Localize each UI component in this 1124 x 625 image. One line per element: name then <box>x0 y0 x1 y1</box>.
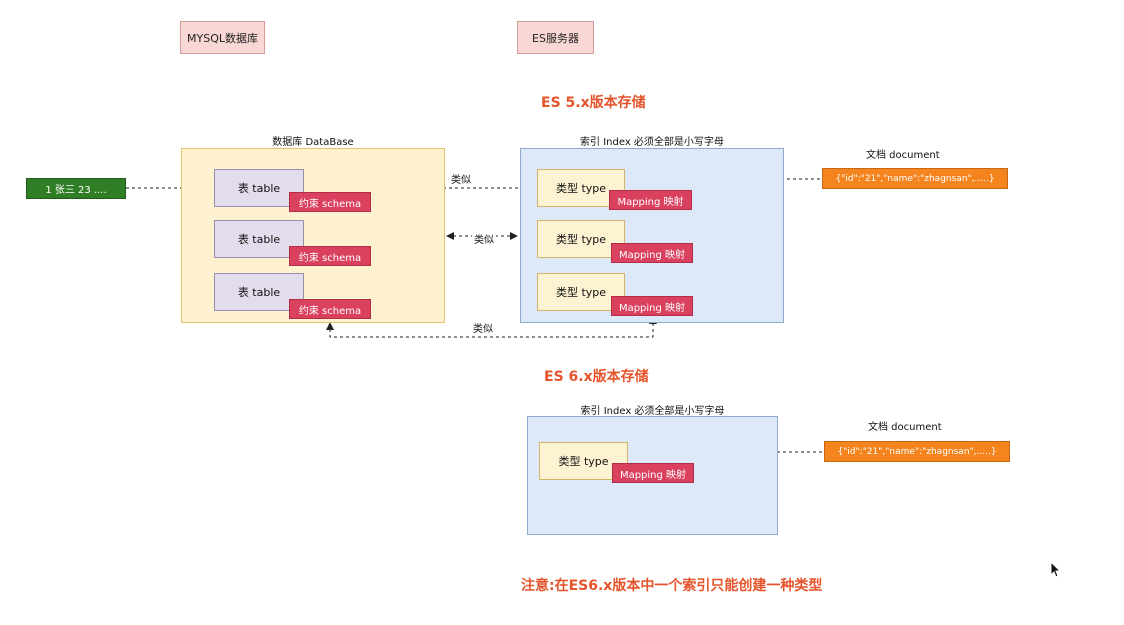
type-box-3: 类型 type <box>537 273 625 311</box>
mysql-tag-label: MYSQL数据库 <box>187 31 258 45</box>
mysql-tag: MYSQL数据库 <box>180 21 265 54</box>
row-record-label: 1 张三 23 .... <box>45 185 107 196</box>
mapping-tag-3: Mapping 映射 <box>611 296 693 316</box>
document-value: {"id":"21","name":"zhagnsan",.....} <box>837 446 997 457</box>
type-label: 类型 type <box>555 286 607 299</box>
type-label: 类型 type <box>558 455 609 468</box>
similar-label-bottom: 类似 <box>471 320 495 335</box>
schema-tag-3: 约束 schema <box>289 299 371 319</box>
document-value: {"id":"21","name":"zhagnsan",.....} <box>835 173 995 184</box>
row-record: 1 张三 23 .... <box>26 178 126 199</box>
es6-document-label: 文档 document <box>868 422 942 433</box>
table-label: 表 table <box>237 286 281 299</box>
similar-label-top: 类似 <box>449 171 473 186</box>
mouse-cursor-icon <box>1050 561 1062 578</box>
document-box: {"id":"21","name":"zhagnsan",.....} <box>822 168 1008 189</box>
mapping-label: Mapping 映射 <box>618 249 686 261</box>
mapping-tag-2: Mapping 映射 <box>611 243 693 263</box>
type-label: 类型 type <box>555 182 607 195</box>
type-box-2: 类型 type <box>537 220 625 258</box>
es6-mapping-tag: Mapping 映射 <box>612 463 694 483</box>
document-label: 文档 document <box>866 150 940 161</box>
es-server-tag-label: ES服务器 <box>532 31 579 45</box>
note-text: 注意:在ES6.x版本中一个索引只能创建一种类型 <box>521 578 823 594</box>
mapping-label: Mapping 映射 <box>618 302 686 314</box>
schema-label: 约束 schema <box>298 305 362 317</box>
schema-label: 约束 schema <box>298 252 362 264</box>
type-label: 类型 type <box>555 233 607 246</box>
es-server-tag: ES服务器 <box>517 21 594 54</box>
es6-index-label: 索引 Index 必须全部是小写字母 <box>580 406 725 417</box>
index-label: 索引 Index 必须全部是小写字母 <box>580 137 724 148</box>
mapping-label: Mapping 映射 <box>619 469 687 481</box>
es5-heading: ES 5.x版本存储 <box>541 95 646 111</box>
schema-label: 约束 schema <box>298 198 362 210</box>
es6-document-box: {"id":"21","name":"zhagnsan",.....} <box>824 441 1010 462</box>
table-label: 表 table <box>237 182 281 195</box>
mapping-label: Mapping 映射 <box>617 196 684 208</box>
database-label: 数据库 DataBase <box>272 137 354 148</box>
arrow-schema-mapping-similar <box>326 316 657 338</box>
mapping-tag-1: Mapping 映射 <box>609 190 692 210</box>
schema-tag-2: 约束 schema <box>289 246 371 266</box>
table-label: 表 table <box>237 233 281 246</box>
schema-tag-1: 约束 schema <box>289 192 371 212</box>
similar-label-middle: 类似 <box>472 231 496 246</box>
table-box-1: 表 table <box>214 169 304 207</box>
es6-heading: ES 6.x版本存储 <box>544 369 649 385</box>
